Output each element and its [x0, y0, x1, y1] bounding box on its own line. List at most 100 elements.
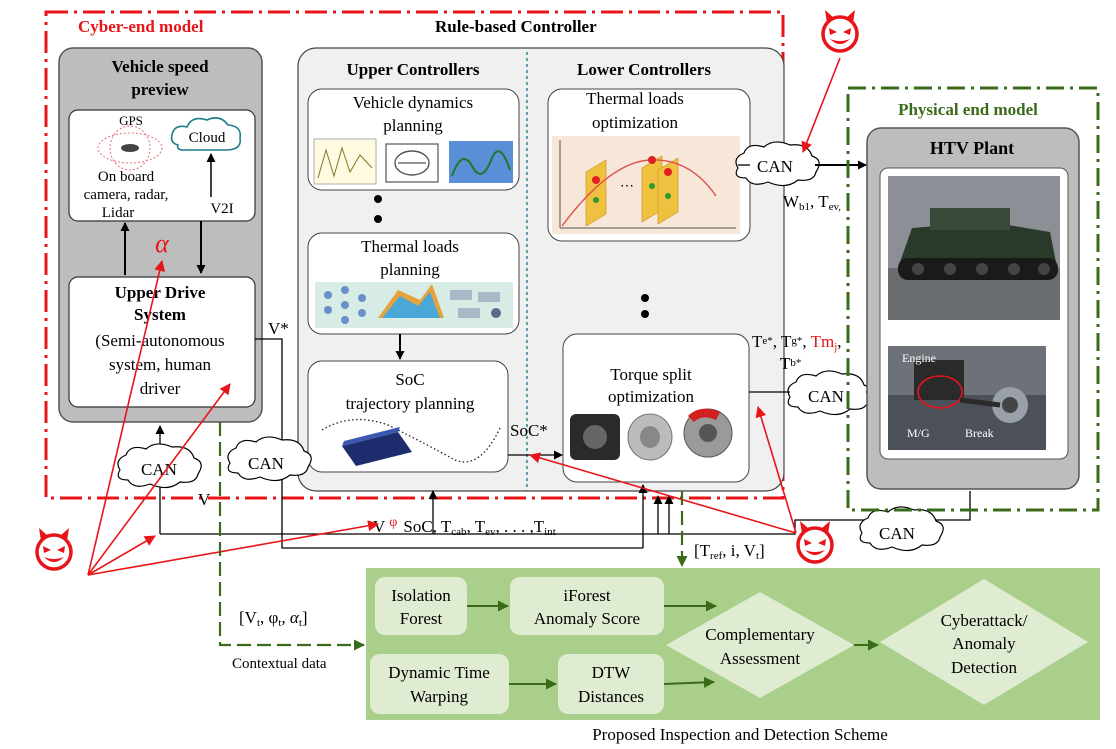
dtw-line-1: Dynamic Time [388, 663, 490, 682]
contextual-data-feed [218, 422, 365, 651]
upper-drive-desc-2: system, human [109, 355, 211, 374]
cyber-line-3: Detection [951, 658, 1018, 677]
powertrain-photo [888, 346, 1046, 450]
torque-signals-label: Te*, Tg*, Tmj, [752, 332, 842, 353]
can-label-1: CAN [141, 460, 177, 479]
dtw-distances-node [558, 654, 664, 714]
dist-line-2: Distances [578, 687, 644, 706]
iso-line-1: Isolation [391, 586, 451, 605]
gps-label: GPS [119, 113, 143, 128]
upper-controllers-title: Upper Controllers [346, 60, 479, 79]
ellipsis-dot-upper-2 [374, 215, 382, 223]
controller-title: Rule-based Controller [435, 17, 597, 36]
can-cloud-1 [117, 443, 202, 489]
attack-arrow-torque [755, 406, 797, 534]
physical-end-title: Physical end model [898, 100, 1038, 119]
torque-title-2: optimization [608, 387, 694, 406]
vdp-title-1: Vehicle dynamics [353, 93, 473, 112]
attacker-left-icon [35, 526, 73, 571]
lower-controllers-title: Lower Controllers [577, 60, 711, 79]
cyber-line-1: Cyberattack/ [941, 611, 1028, 630]
isolation-forest-node [375, 577, 467, 635]
attack-arrow-soc [529, 452, 797, 534]
ellipsis-dot-lower-1 [641, 294, 649, 302]
sensors-line-1: On board [98, 169, 155, 185]
attack-arrow-bus [87, 520, 379, 576]
v2i-label: V2I [210, 201, 233, 217]
context-vector-label: [Vt, φt, αt] [239, 608, 308, 629]
speed-preview-title-2: preview [131, 80, 189, 99]
can-label-4: CAN [808, 387, 844, 406]
speed-preview-title-1: Vehicle speed [111, 57, 209, 76]
ellipsis-dot-lower-2 [641, 310, 649, 318]
alpha-attack-label: α [155, 229, 170, 258]
detection-caption: Proposed Inspection and Detection Scheme [592, 725, 888, 744]
comp-line-1: Complementary [705, 625, 815, 644]
torque-figure [570, 408, 733, 461]
cyber-end-title: Cyber-end model [78, 17, 204, 36]
score-line-2: Anomaly Score [534, 609, 640, 628]
tlo-title-1: Thermal loads [586, 89, 684, 108]
mg-label: M/G [907, 426, 930, 440]
soc-figure [321, 418, 501, 466]
plant-title: HTV Plant [930, 138, 1014, 158]
iso-line-2: Forest [400, 609, 443, 628]
upper-drive-box [68, 276, 256, 408]
ellipsis-dot-upper-1 [374, 195, 382, 203]
torque-title-1: Torque split [610, 365, 692, 384]
vehicle-photo [888, 176, 1060, 320]
physical-end-frame [846, 86, 1100, 512]
attack-arrow-upper-drive [87, 383, 231, 576]
comp-line-2: Assessment [720, 649, 801, 668]
soc-star-label: SoC* [510, 421, 548, 440]
sensors-line-2: camera, radar, [84, 187, 169, 203]
dtw-line-2: Warping [410, 687, 469, 706]
tb-label: Tb* [780, 354, 801, 373]
upper-drive-title-2: System [134, 305, 186, 324]
attack-arrow-can-top [801, 57, 841, 153]
attacker-right-icon [796, 519, 834, 564]
attacker-top-icon [821, 8, 859, 53]
tlo-figure: ⋯ [552, 136, 740, 234]
tlp-title-1: Thermal loads [361, 237, 459, 256]
vdp-figures [313, 138, 513, 185]
upper-drive-desc-1: (Semi-autonomous [95, 331, 224, 350]
brake-label: Break [965, 426, 994, 440]
complementary-node [666, 592, 854, 698]
attack-arrow-v [87, 535, 156, 576]
soc-title-2: trajectory planning [346, 394, 475, 413]
can-label-5: CAN [879, 524, 915, 543]
dtw-node [370, 654, 509, 714]
contextual-data-label: Contextual data [232, 656, 327, 672]
satellite-icon [97, 125, 163, 171]
cloud-icon [170, 117, 242, 151]
dist-line-1: DTW [592, 663, 632, 682]
cyberattack-node [880, 579, 1088, 705]
dist-to-comp-arrow [663, 676, 715, 688]
sensors-line-3: Lidar [102, 205, 134, 221]
upper-drive-desc-3: driver [140, 379, 181, 398]
tlp-title-2: planning [380, 260, 440, 279]
anomaly-score-node [510, 577, 664, 635]
attack-arrow-alpha [87, 260, 166, 576]
can-cloud-3 [735, 141, 820, 187]
can-cloud-2 [227, 436, 312, 482]
tlo-title-2: optimization [592, 113, 678, 132]
cloud-label: Cloud [189, 130, 226, 146]
can-label-3: CAN [757, 157, 793, 176]
engine-label: Engine [902, 351, 936, 365]
wb1-tev-label: Wb1, Tev, [783, 192, 841, 213]
upper-drive-title-1: Upper Drive [115, 283, 206, 302]
v-label: V [198, 490, 211, 509]
v-star-label: V* [268, 319, 289, 338]
cyber-line-2: Anomaly [952, 634, 1016, 653]
tref-label: [Tref, i, Vt] [694, 541, 765, 562]
soc-title-1: SoC [395, 370, 424, 389]
tlp-figure [315, 282, 513, 328]
can-label-2: CAN [248, 454, 284, 473]
vdp-title-2: planning [383, 116, 443, 135]
score-line-1: iForest [563, 586, 611, 605]
svg-text:⋯: ⋯ [620, 179, 634, 194]
